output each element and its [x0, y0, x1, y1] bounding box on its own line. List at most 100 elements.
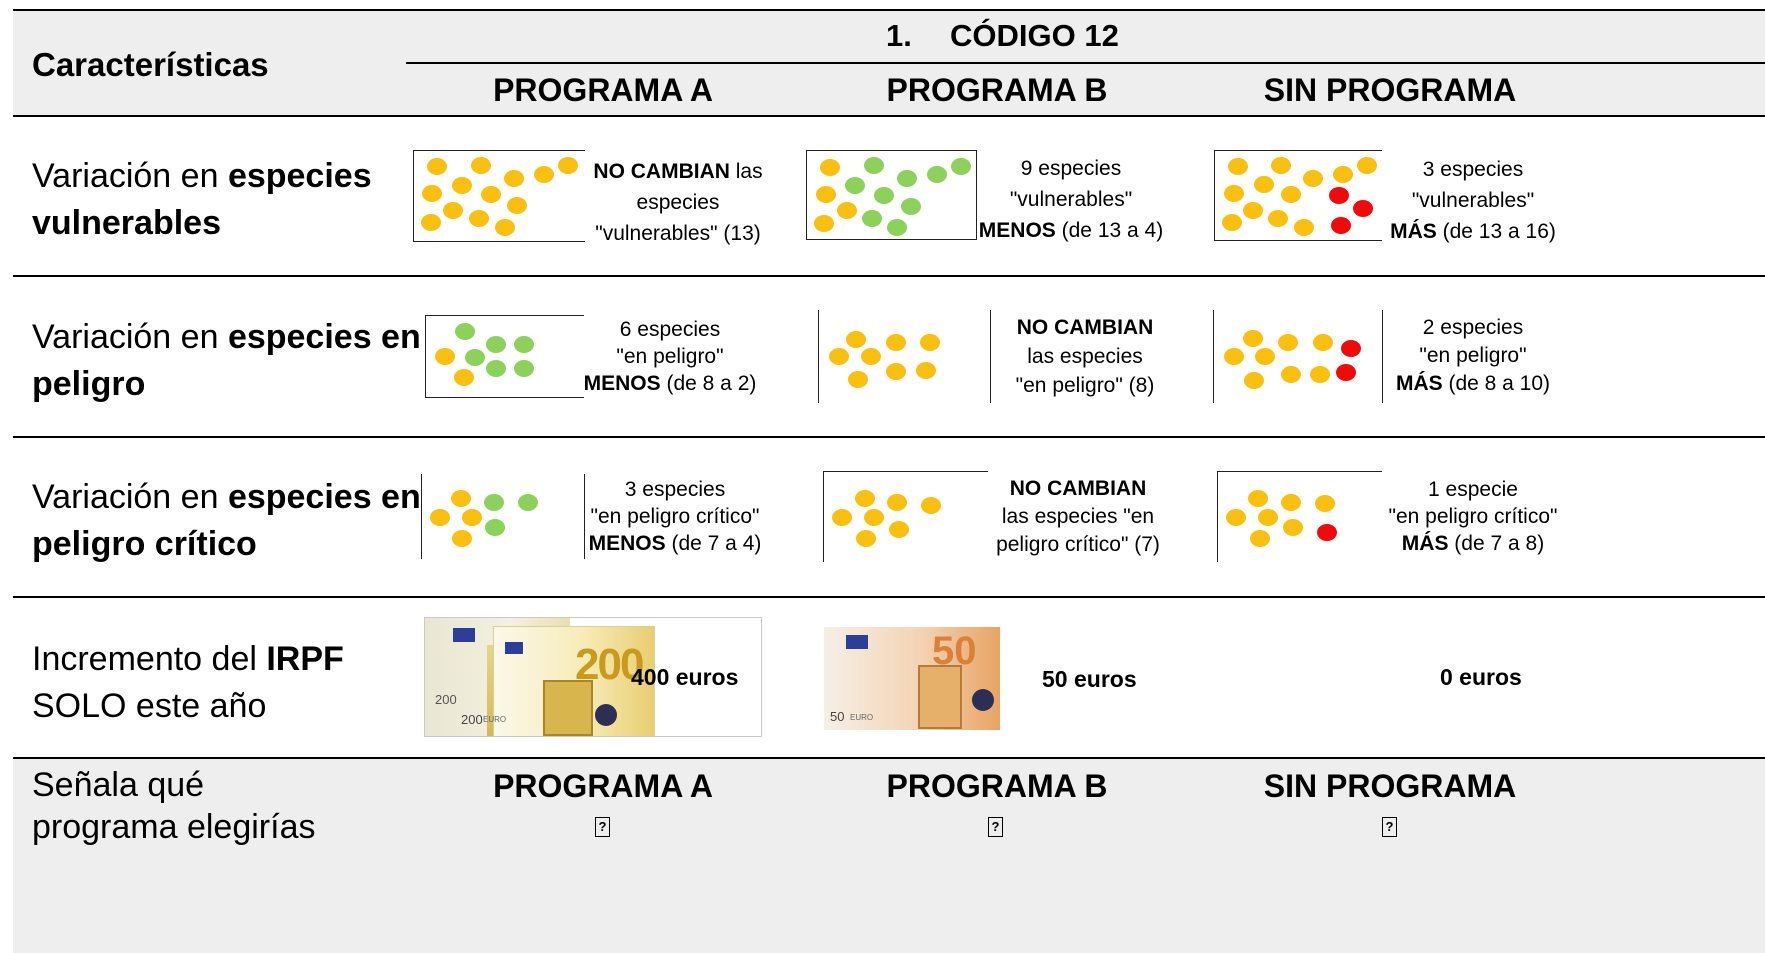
species-dot — [1224, 185, 1244, 202]
species-dot — [1244, 372, 1264, 389]
species-dot — [518, 494, 538, 511]
species-dot — [1315, 495, 1335, 512]
species-dot — [1278, 334, 1298, 351]
top-rule — [13, 9, 1765, 11]
species-dot — [1258, 509, 1278, 526]
dots-box-peligro-none-left — [1213, 310, 1214, 403]
species-dot — [856, 530, 876, 547]
species-dot — [874, 187, 894, 204]
species-dot — [1228, 158, 1248, 175]
species-dot — [832, 509, 852, 526]
checkbox-sin-programa[interactable]: ? — [1382, 817, 1397, 837]
species-dot — [422, 185, 442, 202]
species-dot — [1333, 166, 1353, 183]
row-label-vulnerables: Variación en especies vulnerables — [32, 157, 372, 242]
species-dot — [495, 219, 515, 236]
species-dot — [481, 186, 501, 203]
footer-band — [13, 758, 1765, 953]
species-dot — [916, 362, 936, 379]
note-peligro-a: 6 especies "en peligro" MENOS (de 8 a 2) — [583, 318, 757, 395]
species-dot — [504, 170, 524, 187]
option-label-b: PROGRAMA B — [886, 768, 1108, 804]
species-dot — [1281, 366, 1301, 383]
note-critico-b: NO CAMBIAN las especies "en peligro crít… — [996, 477, 1160, 556]
species-dot — [534, 166, 554, 183]
choose-program-label: Señala qué programa elegirías — [32, 766, 316, 846]
code-title: CÓDIGO 12 — [950, 18, 1119, 53]
species-dot — [1353, 200, 1373, 217]
species-dot — [886, 334, 906, 351]
amount-none: 0 euros — [1440, 664, 1522, 690]
species-dot — [1222, 214, 1242, 231]
species-dot — [845, 177, 865, 194]
option-label-none: SIN PROGRAMA — [1263, 768, 1517, 804]
species-dot — [484, 494, 504, 511]
species-dot — [920, 334, 940, 351]
species-dot — [1329, 187, 1349, 204]
row-label-peligro-critico: Variación en especies en peligro crítico — [32, 478, 421, 563]
species-dot — [887, 494, 907, 511]
column-heading-a: PROGRAMA A — [493, 72, 713, 108]
species-dot — [1243, 202, 1263, 219]
code-number: 1. — [886, 18, 912, 53]
species-dot — [558, 157, 578, 174]
species-dot — [486, 360, 506, 377]
column-heading-none: SIN PROGRAMA — [1263, 72, 1517, 108]
species-dot — [454, 369, 474, 386]
species-dot — [1303, 170, 1323, 187]
species-dot — [846, 331, 866, 348]
species-dot — [443, 202, 463, 219]
species-dot — [848, 371, 868, 388]
row-rule-2 — [13, 436, 1765, 438]
species-dot — [465, 349, 485, 366]
header-bottom-rule — [13, 115, 1765, 117]
dots-box-peligro-none-right — [1382, 310, 1383, 403]
species-dot — [1226, 509, 1246, 526]
species-dot — [455, 323, 475, 340]
note-peligro-none: 2 especies "en peligro" MÁS (de 8 a 10) — [1395, 316, 1551, 395]
characteristics-heading: Características — [32, 46, 269, 83]
species-dot — [471, 157, 491, 174]
code-rule — [406, 62, 1765, 64]
note-vulnerables-a: NO CAMBIAN las especies "vulnerables" (1… — [593, 160, 763, 245]
species-dot — [1281, 494, 1301, 511]
option-label-a: PROGRAMA A — [493, 768, 713, 804]
species-dot — [1224, 348, 1244, 365]
species-dot — [921, 497, 941, 514]
banknote-50-image: 50 50 EURO — [824, 627, 1000, 730]
species-dot — [897, 170, 917, 187]
species-dot — [927, 166, 947, 183]
species-dot — [814, 215, 834, 232]
row-label-irpf: Incremento del IRPF SOLO este año — [32, 640, 344, 725]
note-critico-a: 3 especies "en peligro crítico" MENOS (d… — [588, 478, 762, 555]
dots-box-critico-a-left — [421, 474, 422, 559]
species-dot — [514, 360, 534, 377]
species-dot — [820, 159, 840, 176]
row-rule-1 — [13, 275, 1765, 277]
column-heading-b: PROGRAMA B — [886, 72, 1108, 108]
species-dot — [514, 336, 534, 353]
species-dot — [861, 348, 881, 365]
species-dot — [452, 530, 472, 547]
checkbox-programa-b[interactable]: ? — [988, 817, 1003, 837]
checkbox-programa-a[interactable]: ? — [595, 817, 610, 837]
dots-box-critico-a-right — [584, 474, 585, 559]
species-dot — [427, 158, 447, 175]
row-rule-3 — [13, 596, 1765, 598]
species-dot — [1310, 366, 1330, 383]
note-critico-none: 1 especie "en peligro crítico" MÁS (de 7… — [1388, 478, 1558, 555]
dots-box-peligro-b-left — [818, 310, 819, 403]
species-dot — [421, 214, 441, 231]
species-dot — [430, 509, 450, 526]
species-dot — [452, 177, 472, 194]
species-dot — [435, 348, 455, 365]
species-dot — [864, 157, 884, 174]
amount-b: 50 euros — [1042, 666, 1137, 692]
species-dot — [855, 490, 875, 507]
species-dot — [816, 186, 836, 203]
species-dot — [1294, 219, 1314, 236]
species-dot — [462, 509, 482, 526]
species-dot — [469, 210, 489, 227]
species-dot — [507, 197, 527, 214]
species-dot — [1255, 348, 1275, 365]
